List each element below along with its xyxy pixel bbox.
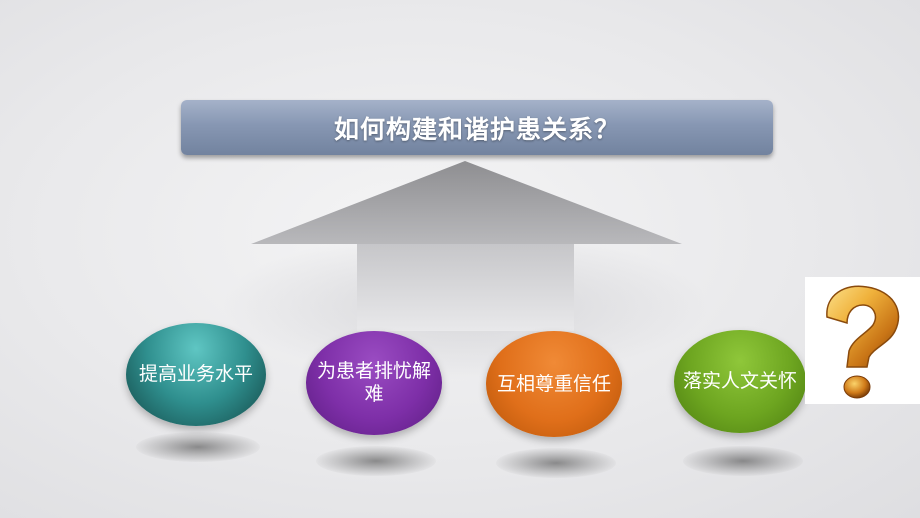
bubble-item: 提高业务水平	[126, 323, 266, 426]
question-mark-icon	[826, 285, 900, 399]
bubble-shadow	[496, 448, 616, 478]
bubble-item: 落实人文关怀	[674, 330, 806, 433]
bubble-label: 提高业务水平	[138, 363, 253, 385]
bubble-shadow	[683, 446, 803, 476]
bubble-shadow	[136, 432, 260, 462]
bubble-item: 为患者排忧解难	[306, 331, 442, 435]
bubble-item: 互相尊重信任	[486, 331, 622, 437]
bubble-label: 落实人文关怀	[682, 370, 797, 392]
page-title: 如何构建和谐护患关系？	[333, 114, 620, 144]
bubble-label: 互相尊重信任	[496, 372, 611, 395]
bubble-label: 为患者排忧解难	[316, 360, 431, 405]
bubble-shadow	[316, 446, 436, 476]
question-mark-image	[805, 277, 920, 404]
title-banner: 如何构建和谐护患关系？	[181, 100, 773, 155]
